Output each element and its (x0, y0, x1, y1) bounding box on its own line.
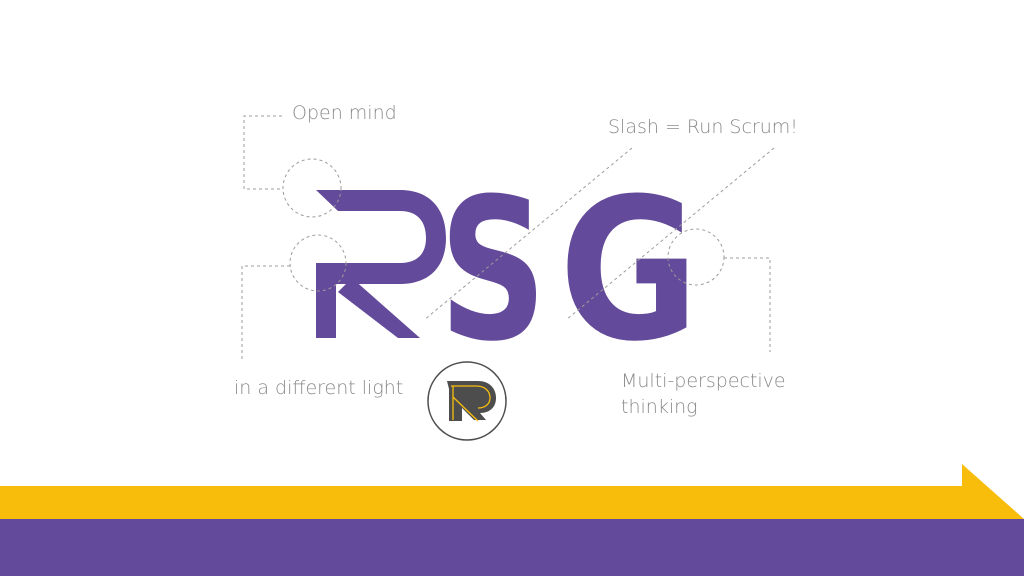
different-light-label: in a different light (234, 377, 403, 399)
multi-perspective-label-line2: thinking (621, 396, 698, 418)
annotation-labels: Open mind Slash = Run Scrum! in a differ… (234, 102, 798, 418)
open-mind-circle (282, 158, 342, 218)
slash-line-right (565, 147, 775, 321)
open-mind-connector (243, 115, 282, 190)
multi-perspective-connector (724, 257, 771, 352)
open-mind-label: Open mind (292, 102, 397, 124)
rsg-logo: S G (316, 157, 699, 385)
r-arrow-emblem-icon (427, 361, 507, 441)
slash-label: Slash = Run Scrum! (608, 116, 798, 138)
yellow-arrow-bar (0, 464, 1024, 519)
purple-footer-bar (0, 519, 1024, 576)
logo-letter-s: S (439, 157, 547, 385)
guide-lines (241, 115, 775, 360)
bottom-banner (0, 464, 1024, 576)
multi-perspective-label-line1: Multi-perspective (621, 370, 786, 392)
logo-letter-r (316, 190, 446, 338)
multi-perspective-circle (667, 228, 725, 286)
logo-letter-g: G (559, 157, 699, 385)
different-light-connector (241, 265, 290, 360)
different-light-circle (289, 234, 347, 292)
slash-line-left (423, 147, 633, 321)
